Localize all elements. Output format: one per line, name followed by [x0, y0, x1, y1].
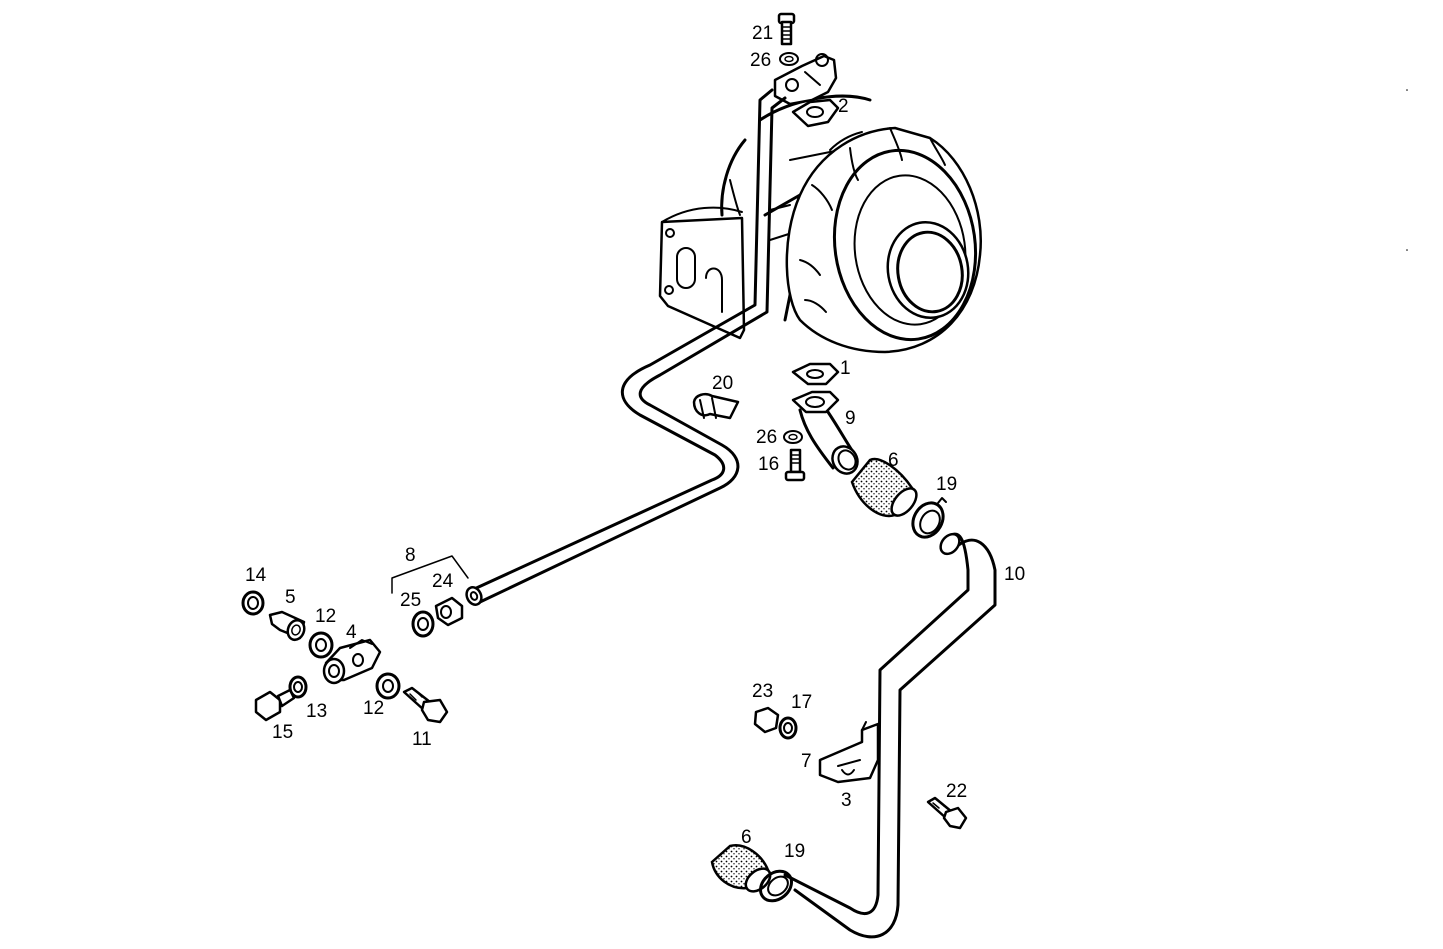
callout-6-upper: 6: [888, 450, 899, 471]
callout-14: 14: [245, 565, 267, 586]
nut-23: [753, 706, 780, 734]
callout-21: 21: [752, 23, 773, 44]
callout-5: 5: [285, 587, 296, 608]
callout-16: 16: [758, 454, 779, 475]
callout-10: 10: [1004, 564, 1025, 585]
plug-15: [254, 688, 296, 722]
callout-labels: 21 26 2 1 20 9 26 16 6 19 10 8 24 25 14 …: [245, 23, 1025, 862]
washer-26-lower: [783, 430, 803, 444]
tee-fitting-4: [322, 638, 382, 685]
washer-12-upper: [308, 631, 334, 659]
hose-6-lower: [710, 844, 772, 893]
bracket-3-clip-7: [818, 721, 880, 784]
bolt-21: [777, 12, 796, 46]
callout-26-lower: 26: [756, 427, 777, 448]
callout-19-upper: 19: [936, 474, 957, 495]
pipe-clip-20: [692, 393, 740, 420]
bolt-16: [784, 448, 806, 482]
union-5: [268, 610, 306, 642]
callout-25: 25: [400, 590, 421, 611]
gasket-2: [791, 98, 840, 128]
outlet-elbow: [791, 390, 859, 475]
callout-1: 1: [840, 358, 851, 379]
callout-20: 20: [712, 373, 733, 394]
oil-drain-pipe: [783, 532, 997, 939]
callout-3: 3: [841, 790, 852, 811]
turbocharger: [658, 53, 982, 354]
scan-dot: [1406, 249, 1408, 251]
washer-25: [411, 610, 435, 638]
hose-6-upper: [850, 457, 918, 518]
callout-22: 22: [946, 781, 967, 802]
washer-14: [241, 590, 265, 616]
clamp-19-lower: [759, 869, 793, 903]
callout-4: 4: [346, 622, 357, 643]
callout-12-lower: 12: [363, 698, 384, 719]
callout-17: 17: [791, 692, 812, 713]
callout-23: 23: [752, 681, 773, 702]
callout-2: 2: [838, 96, 849, 117]
callout-9: 9: [845, 408, 856, 429]
callout-24: 24: [432, 571, 454, 592]
gasket-1: [791, 362, 840, 386]
oil-feed-pipe: [465, 88, 787, 606]
callout-7: 7: [801, 751, 812, 772]
callout-15: 15: [272, 722, 293, 743]
callout-11: 11: [412, 729, 432, 750]
bolt-22: [926, 796, 968, 830]
callout-13: 13: [306, 701, 327, 722]
nut-24: [434, 596, 464, 627]
washer-12-lower: [375, 672, 401, 700]
washer-17: [778, 716, 798, 740]
callout-19-lower: 19: [784, 841, 805, 862]
callout-26-top: 26: [750, 50, 771, 71]
washer-13: [288, 675, 308, 699]
callout-8: 8: [405, 545, 416, 566]
callout-6-lower: 6: [741, 827, 752, 848]
callout-bracket-8: [391, 555, 469, 594]
callout-12-upper: 12: [315, 606, 336, 627]
scan-dot: [1406, 89, 1408, 91]
clamp-19-upper: [911, 497, 947, 539]
washer-26-top: [779, 52, 799, 66]
banjo-bolt-11: [402, 686, 449, 724]
